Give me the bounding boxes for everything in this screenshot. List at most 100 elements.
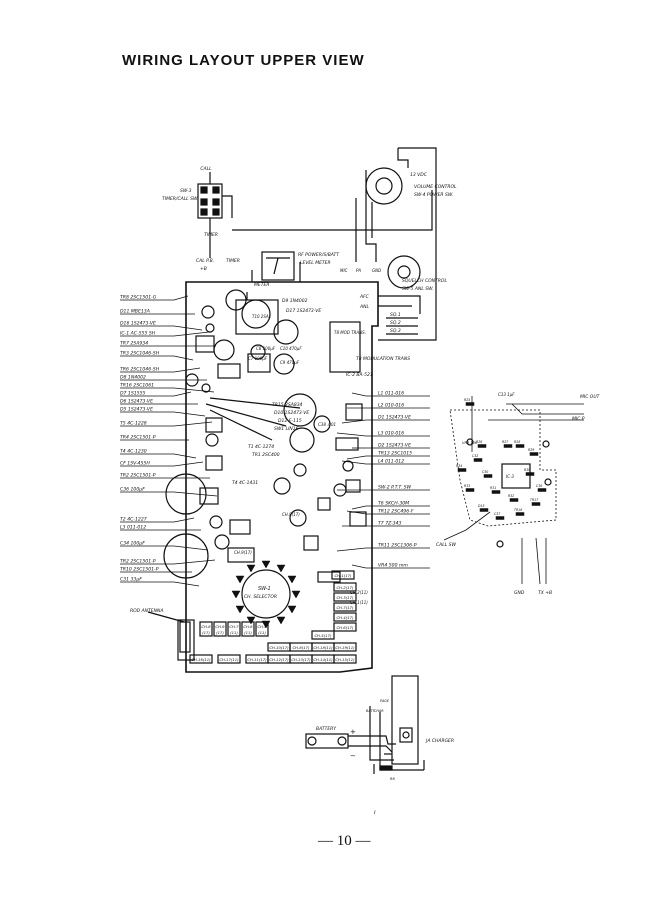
page-label: PAGE bbox=[380, 699, 390, 703]
crystal-label: CH.18(11) bbox=[313, 645, 333, 650]
left-component-label: D7 1S1555 bbox=[120, 391, 146, 397]
selector-terminal bbox=[235, 575, 245, 584]
leader-line bbox=[341, 419, 367, 424]
component-tr10 bbox=[229, 519, 251, 535]
component-tr13 bbox=[345, 479, 361, 493]
c8-label: C8 100μF bbox=[256, 346, 276, 351]
sw3-label: SW-3 bbox=[180, 188, 192, 194]
component-t10 bbox=[241, 299, 271, 329]
mic-board-part-label: R25 bbox=[464, 398, 470, 402]
mic-board-part-label: R31 bbox=[490, 486, 496, 490]
switch-contact bbox=[212, 198, 220, 206]
left-component-label: TR2 2SC1501-P bbox=[120, 559, 156, 565]
switch-contact bbox=[200, 186, 208, 194]
component-c10 bbox=[273, 319, 299, 345]
crystal-pair-outline bbox=[213, 621, 227, 637]
crystal-label: CH.16(11) bbox=[191, 657, 211, 662]
speck: ı bbox=[374, 809, 376, 816]
battery-minus-wire bbox=[348, 745, 393, 753]
leader-line bbox=[346, 455, 367, 460]
crystal-outline bbox=[189, 654, 213, 664]
c9-label: C9 470μF bbox=[280, 360, 300, 365]
charger-jack-face bbox=[399, 727, 413, 743]
sq2-label: SQ.2 bbox=[390, 320, 401, 326]
component-d12 bbox=[283, 393, 317, 427]
battery-terminal bbox=[337, 736, 347, 746]
left-component-label: IC-1 AC-555 SH bbox=[120, 331, 156, 337]
t8-label: T8 MOD TRANS. bbox=[334, 330, 366, 335]
component-c8 bbox=[250, 344, 266, 360]
mic-board-resistor bbox=[495, 516, 505, 520]
crystal-pair-label: CH.7 bbox=[229, 624, 239, 629]
supply-wire bbox=[397, 148, 409, 168]
crystal-label: CH.1(17) bbox=[335, 573, 352, 578]
crystal-label: CH.13(17) bbox=[291, 657, 311, 662]
supply-label: 13 VDC bbox=[410, 172, 428, 178]
mic-board-resistor bbox=[483, 474, 493, 478]
battery-terminal bbox=[307, 736, 317, 746]
crystal-pair-sub: (11) bbox=[244, 630, 252, 635]
d12-label: D12 E-115 bbox=[278, 418, 302, 424]
leader-line bbox=[173, 387, 215, 393]
t10-label: T10 2SA1 bbox=[252, 314, 271, 319]
right-component-label: L3 010-016 bbox=[378, 431, 404, 437]
r6-resistor bbox=[379, 765, 393, 771]
meter-text: METER bbox=[254, 282, 269, 288]
plus-label: + bbox=[350, 728, 356, 736]
mic-board-part-label: R29 bbox=[528, 448, 534, 452]
right-component-label: SW-2 P.T.T. SW bbox=[378, 485, 412, 491]
squelch-control-hub bbox=[397, 265, 411, 279]
component-ic-top bbox=[225, 289, 247, 311]
leader-line bbox=[351, 392, 367, 397]
crystal-pair-sub: (17) bbox=[202, 630, 210, 635]
t1-label: T1 4C-1274 bbox=[248, 444, 274, 450]
mic-board-part-label: C30 bbox=[482, 470, 488, 474]
crystal-label: CH.6(17) bbox=[337, 625, 354, 630]
mic-board-resistor bbox=[473, 458, 483, 462]
volume-control-knob bbox=[365, 167, 403, 205]
call-sw-label: CALL SW bbox=[436, 542, 457, 548]
left-component-label: TR10 2SC1501-P bbox=[120, 567, 159, 573]
sq1-label: SQ.1 bbox=[390, 312, 401, 318]
tr15-label: TR15 2SA834 bbox=[272, 402, 303, 408]
meter-needle bbox=[273, 257, 279, 275]
right-component-label: L1 011-016 bbox=[378, 391, 404, 397]
crystal-pair-label: CH.6(17) bbox=[214, 609, 215, 610]
mic-board-outline bbox=[449, 409, 557, 527]
switch-contact bbox=[212, 186, 220, 194]
component-tr11 bbox=[289, 509, 307, 527]
mic-board-part-label: R32 bbox=[508, 494, 514, 498]
component-tr2 bbox=[199, 487, 219, 505]
crystal-label: CH.10(17) bbox=[269, 645, 289, 650]
selector-terminal bbox=[231, 590, 241, 599]
crystal-outline bbox=[333, 612, 357, 622]
component-tr4 bbox=[205, 433, 219, 447]
switch-contact bbox=[212, 208, 220, 216]
timer-fuse-label: TIMER bbox=[226, 258, 240, 264]
mic-board-resistor bbox=[529, 452, 539, 456]
supply-wire-2 bbox=[398, 147, 437, 168]
t4c-label: T4 4C-1431 bbox=[232, 480, 258, 486]
volume-control-hub bbox=[375, 177, 393, 195]
selector-terminal bbox=[261, 560, 271, 569]
component-tr-mid bbox=[293, 463, 307, 477]
c38-label: C38 .001 bbox=[318, 422, 336, 427]
mic-board-part-label: C37 bbox=[494, 512, 500, 516]
tx-label: TX +B bbox=[538, 590, 552, 596]
antenna-label: ROD ANTENNA bbox=[130, 608, 163, 614]
timer-label: TIMER bbox=[204, 232, 218, 238]
mic-out-label: MIC OUT bbox=[580, 394, 601, 400]
mic-board-part-label: D15 bbox=[478, 504, 485, 508]
crystal-pair-label: CH.9 bbox=[215, 624, 225, 629]
ch8-small: CH.8(17) bbox=[282, 512, 300, 517]
mic-out-wire bbox=[506, 403, 584, 415]
pcb-outline bbox=[185, 281, 379, 673]
component-l2 bbox=[345, 403, 363, 421]
ic3-label: IC-3 bbox=[506, 474, 514, 479]
right-component-label: D2 1S2473-VE bbox=[378, 443, 411, 449]
component-c36 bbox=[165, 473, 207, 515]
leader-line bbox=[173, 453, 197, 459]
diagram-geometry bbox=[120, 147, 584, 774]
mic-board-resistor bbox=[465, 488, 475, 492]
